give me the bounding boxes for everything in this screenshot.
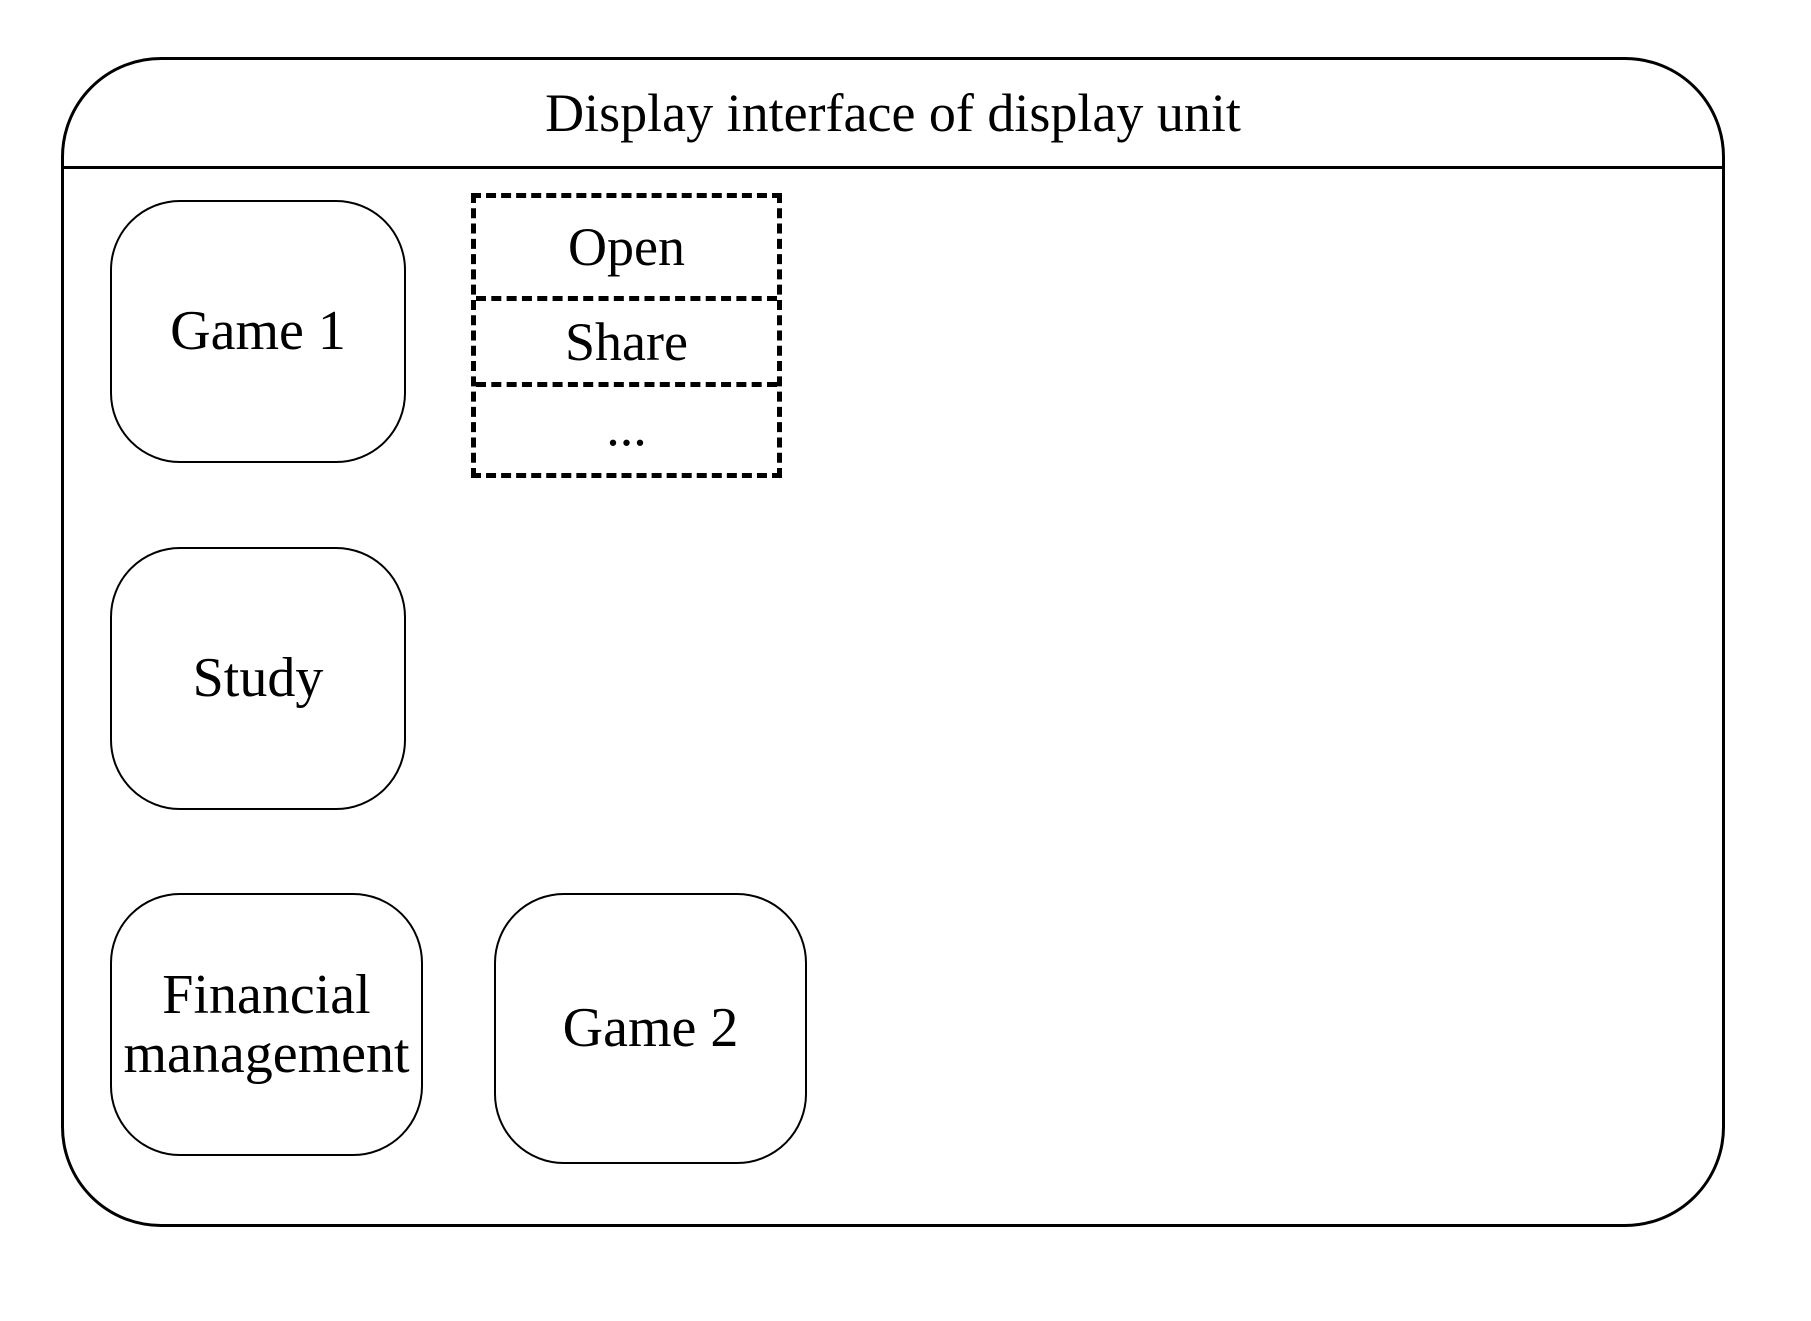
context-menu: Open Share ... [471,193,782,478]
app-label-game-2: Game 2 [563,999,739,1058]
app-icon-study[interactable]: Study [110,547,406,810]
app-icon-financial-management[interactable]: Financial management [110,893,423,1156]
menu-item-open[interactable]: Open [476,198,777,301]
app-label-financial-management: Financial management [123,966,409,1084]
app-label-financial-line-2: management [123,1025,409,1084]
app-icon-game-2[interactable]: Game 2 [494,893,807,1164]
app-label-study: Study [193,649,324,708]
app-label-financial-line-1: Financial [123,966,409,1025]
display-interface-title: Display interface of display unit [64,60,1722,169]
app-label-game-1: Game 1 [170,302,346,361]
app-icon-game-1[interactable]: Game 1 [110,200,406,463]
menu-item-more[interactable]: ... [476,387,777,473]
menu-item-share[interactable]: Share [476,301,777,387]
